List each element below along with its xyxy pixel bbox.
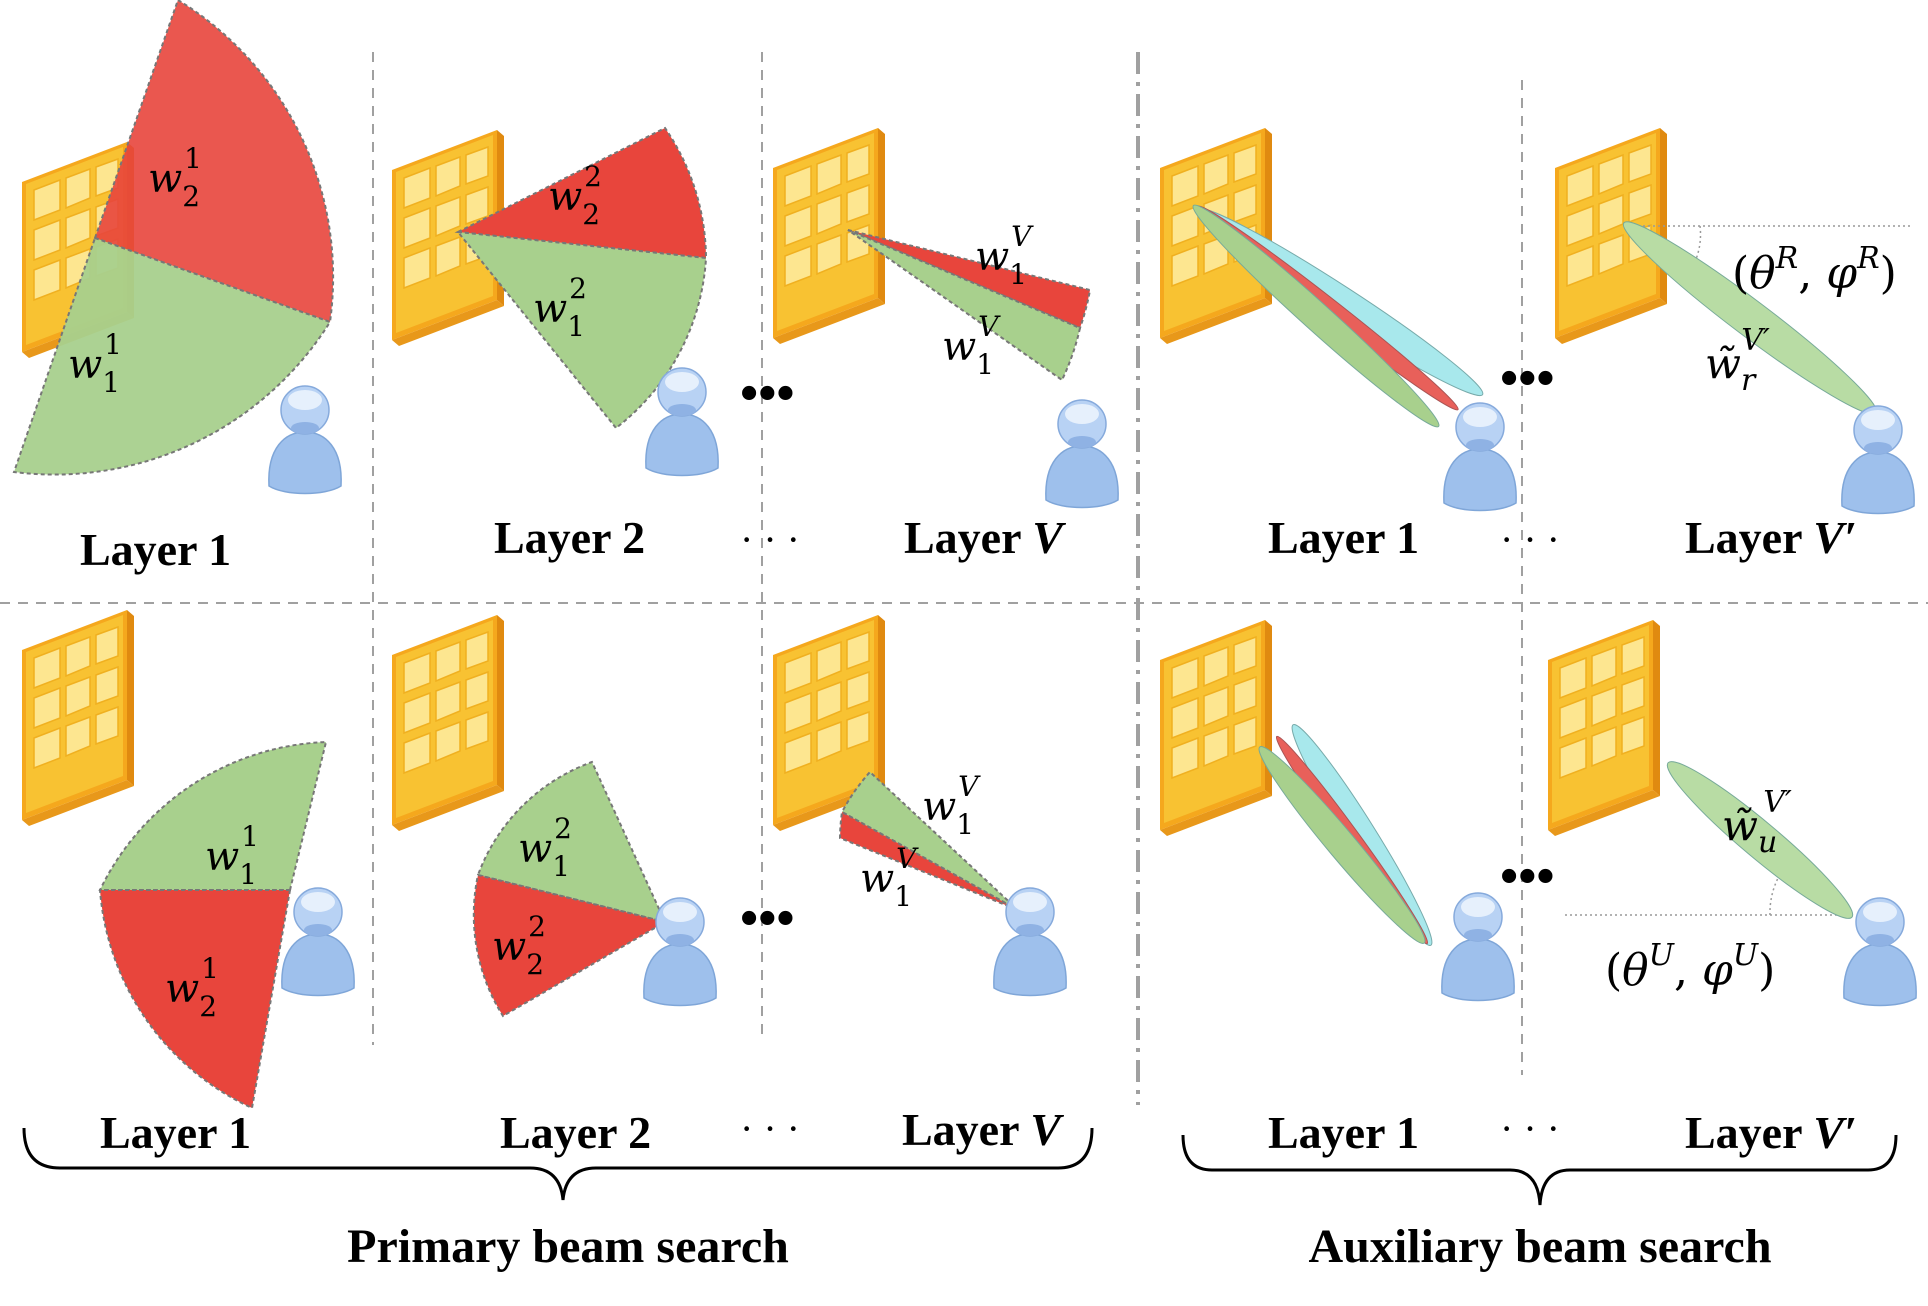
svg-text:w̃rV′: w̃rV′ <box>1705 323 1770 398</box>
user-icon <box>1443 402 1517 512</box>
svg-text:w12: w12 <box>518 812 572 883</box>
beam-label-botV-red: w1V <box>860 842 919 913</box>
antenna-panel-icon <box>1547 619 1661 837</box>
sector-w22-top2 <box>454 126 708 260</box>
label-aux-top-layerVp: Layer V′ <box>1685 512 1857 563</box>
sector-w21-bot1 <box>98 889 292 1110</box>
svg-text:w1V: w1V <box>975 220 1034 291</box>
user-icon <box>1841 405 1915 515</box>
svg-text:w1V: w1V <box>942 310 1001 381</box>
dots-top-ellipsis: ••• <box>740 365 795 422</box>
svg-text:w1V: w1V <box>922 770 981 841</box>
aux-lobes-bot1 <box>1258 724 1433 946</box>
label-top-layer1: Layer 1 <box>80 524 231 575</box>
label-aux-top-layer1: Layer 1 <box>1268 512 1419 563</box>
sector-w11-bot1 <box>98 740 328 891</box>
user-icon <box>281 887 355 997</box>
aux-lobe-bot-u <box>1666 761 1854 919</box>
beam-label-botV-green: w1V <box>922 770 981 841</box>
label-bot-layerV: Layer V <box>902 1104 1064 1155</box>
label-aux-bot-layerVp: Layer V′ <box>1685 1107 1857 1158</box>
aux-dots-bot-ellipsis: ••• <box>1500 848 1555 905</box>
user-icon <box>1441 892 1515 1002</box>
beam-label-top2-w12: w12 <box>533 272 587 343</box>
antenna-panel-icon <box>21 609 135 827</box>
angle-label-top: (θR, φR) <box>1732 241 1897 299</box>
beam-label-topV-green: w1V <box>942 310 1001 381</box>
svg-text:(θR, φR): (θR, φR) <box>1732 241 1897 299</box>
svg-text:w22: w22 <box>548 160 602 231</box>
aux-dots-top-ellipsis: ••• <box>1500 350 1555 407</box>
angle-label-bot: (θU, φU) <box>1605 938 1775 996</box>
label-bot-layer1: Layer 1 <box>100 1107 251 1158</box>
label-bot-dots: · · · <box>740 1106 800 1151</box>
label-aux-bot-dots: · · · <box>1500 1106 1560 1151</box>
antenna-panel-icon <box>1159 619 1273 837</box>
svg-text:w22: w22 <box>492 910 546 981</box>
svg-text:w21: w21 <box>148 142 202 213</box>
svg-text:w11: w11 <box>68 328 122 399</box>
sector-wV-red-bot <box>838 810 1019 911</box>
svg-text:w̃uV′: w̃uV′ <box>1722 785 1792 860</box>
beam-label-bot1-w21: w21 <box>165 952 219 1023</box>
sector-w12-top1 <box>93 0 335 324</box>
label-bot-layer2: Layer 2 <box>500 1107 651 1158</box>
label-aux-bot-layer1: Layer 1 <box>1268 1107 1419 1158</box>
beam-label-bot2-w22: w22 <box>492 910 546 981</box>
aux-beam-label-bot: w̃uV′ <box>1722 785 1792 860</box>
label-top-dots: · · · <box>740 517 800 562</box>
sector-wV-green-bot <box>840 770 1019 911</box>
svg-text:w21: w21 <box>165 952 219 1023</box>
sector-w11-top1 <box>12 236 332 476</box>
label-aux-top-dots: · · · <box>1500 517 1560 562</box>
title-primary: Primary beam search <box>347 1220 789 1273</box>
sector-w12-bot2 <box>476 760 667 924</box>
aux-beam-label-top: w̃rV′ <box>1705 323 1770 398</box>
angle-arc-top <box>1692 225 1702 267</box>
sector-w22-bot2 <box>472 873 668 1018</box>
title-auxiliary: Auxiliary beam search <box>1308 1220 1771 1273</box>
dots-bot-ellipsis: ••• <box>740 890 795 947</box>
dividers <box>0 52 1928 1075</box>
label-top-layer2: Layer 2 <box>494 512 645 563</box>
beam-label-bot1-w11: w11 <box>205 820 259 891</box>
user-icon <box>1843 897 1917 1007</box>
svg-text:w1V: w1V <box>860 842 919 913</box>
user-icon <box>268 385 342 495</box>
svg-text:(θU, φU): (θU, φU) <box>1605 938 1775 996</box>
brace-primary <box>22 1127 1094 1201</box>
beam-label-top2-w22: w22 <box>548 160 602 231</box>
beam-label-top1-w11: w11 <box>68 328 122 399</box>
brace-auxiliary <box>1181 1134 1898 1206</box>
sector-wV-green-top <box>847 229 1082 382</box>
svg-text:w12: w12 <box>533 272 587 343</box>
user-icon <box>1045 399 1119 509</box>
antenna-panel-icon <box>391 614 505 832</box>
aux-lobes-top1 <box>1192 204 1484 428</box>
sector-w12-top2 <box>455 230 708 430</box>
beam-label-bot2-w12: w12 <box>518 812 572 883</box>
svg-text:w11: w11 <box>205 820 259 891</box>
beam-label-topV-red: w1V <box>975 220 1034 291</box>
beam-label-top1-w21: w21 <box>148 142 202 213</box>
label-top-layerV: Layer V <box>904 512 1066 563</box>
